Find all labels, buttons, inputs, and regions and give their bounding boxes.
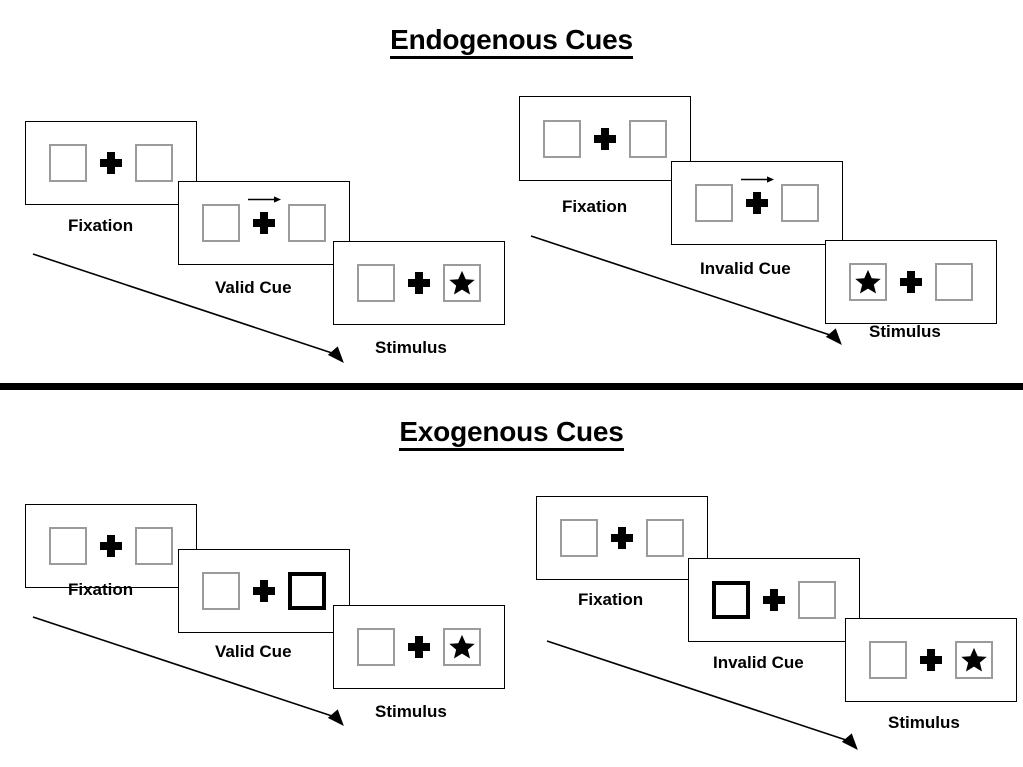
step-label-stimulus: Stimulus [869, 322, 941, 341]
step-label-stimulus: Stimulus [888, 713, 960, 732]
frame-content [49, 527, 173, 565]
frame-exogenous-valid-fixation [25, 504, 197, 588]
step-label-invalid-cue: Invalid Cue [700, 259, 791, 278]
placeholder-box-right-target [443, 264, 481, 302]
star-icon [449, 634, 475, 659]
placeholder-box-left [49, 527, 87, 565]
step-label-fixation: Fixation [68, 216, 134, 235]
fixation-cross-wrap [750, 589, 798, 611]
placeholder-box-left [202, 204, 240, 242]
fixation-cross-wrap [87, 152, 135, 174]
step-label-fixation: Fixation [562, 197, 628, 216]
fixation-cross-wrap [395, 636, 443, 658]
fixation-cross-icon [611, 527, 633, 549]
frame-endogenous-invalid-fixation [519, 96, 691, 181]
frame-exogenous-valid-stimulus [333, 605, 505, 689]
placeholder-box-right-cued [288, 572, 326, 610]
fixation-cross-icon [594, 127, 616, 150]
fixation-cross-icon [746, 192, 768, 214]
placeholder-box-right [135, 527, 173, 565]
fixation-cross-icon [408, 272, 430, 294]
frame-exogenous-invalid-fixation [536, 496, 708, 580]
fixation-cross-wrap [733, 176, 781, 214]
frame-content [543, 119, 667, 158]
placeholder-box-right [288, 204, 326, 242]
fixation-cross-icon [100, 535, 122, 557]
arrow-right-cue-icon [741, 176, 774, 183]
section-title-exogenous: Exogenous Cues [0, 416, 1023, 451]
star-icon [961, 647, 987, 672]
section-divider [0, 383, 1023, 390]
step-label-valid-cue: Valid Cue [215, 642, 292, 661]
fixation-cross-icon [253, 580, 275, 602]
placeholder-box-right [935, 263, 973, 301]
frame-content [560, 519, 684, 557]
frame-endogenous-invalid-cue [671, 161, 843, 245]
frame-content [49, 144, 173, 182]
fixation-cross-icon [900, 271, 922, 293]
frame-content [357, 264, 481, 302]
step-label-invalid-cue: Invalid Cue [713, 653, 804, 672]
frame-exogenous-invalid-cue [688, 558, 860, 642]
fixation-cross-wrap [598, 527, 646, 549]
timeline-arrow-endogenous-invalid [530, 235, 842, 346]
star-icon [855, 269, 881, 294]
step-label-stimulus: Stimulus [375, 702, 447, 721]
placeholder-box-left [869, 641, 907, 679]
section-title-exogenous-text: Exogenous Cues [399, 416, 624, 451]
fixation-cross-icon [100, 152, 122, 174]
frame-endogenous-invalid-stimulus [825, 240, 997, 324]
placeholder-box-right [135, 144, 173, 182]
frame-content [695, 176, 819, 222]
placeholder-box-left [560, 519, 598, 557]
placeholder-box-right [629, 119, 667, 158]
step-label-fixation: Fixation [578, 590, 644, 609]
step-label-valid-cue: Valid Cue [215, 278, 292, 297]
frame-content [869, 641, 993, 679]
fixation-cross-wrap [887, 271, 935, 293]
placeholder-box-right-target [443, 628, 481, 666]
fixation-cross-wrap [581, 127, 629, 150]
placeholder-box-left [543, 119, 581, 158]
frame-endogenous-valid-stimulus [333, 241, 505, 325]
frame-exogenous-valid-cue [178, 549, 350, 633]
fixation-cross-icon [408, 636, 430, 658]
fixation-cross-icon [920, 649, 942, 671]
step-label-fixation: Fixation [68, 580, 134, 599]
timeline-arrow-endogenous-valid [32, 253, 344, 364]
placeholder-box-left [357, 264, 395, 302]
fixation-cross-icon [253, 212, 275, 234]
fixation-cross-wrap [240, 196, 288, 234]
placeholder-box-left [202, 572, 240, 610]
section-title-endogenous: Endogenous Cues [0, 24, 1023, 59]
arrow-right-cue-icon [248, 196, 281, 203]
fixation-cross-wrap [240, 580, 288, 602]
frame-endogenous-valid-fixation [25, 121, 197, 205]
placeholder-box-left-cued [712, 581, 750, 619]
fixation-cross-wrap [395, 272, 443, 294]
placeholder-box-left-target [849, 263, 887, 301]
frame-content [202, 196, 326, 242]
placeholder-box-right [798, 581, 836, 619]
frame-content [357, 628, 481, 666]
fixation-cross-icon [763, 589, 785, 611]
section-title-endogenous-text: Endogenous Cues [390, 24, 633, 59]
frame-endogenous-valid-cue [178, 181, 350, 265]
frame-content [849, 263, 973, 301]
frame-content [202, 572, 326, 610]
star-icon [449, 270, 475, 295]
timeline-arrow-exogenous-invalid [546, 640, 858, 751]
placeholder-box-left [695, 184, 733, 222]
placeholder-box-right [646, 519, 684, 557]
placeholder-box-left [49, 144, 87, 182]
placeholder-box-right-target [955, 641, 993, 679]
frame-exogenous-invalid-stimulus [845, 618, 1017, 702]
frame-content [712, 581, 836, 619]
placeholder-box-left [357, 628, 395, 666]
timeline-arrow-exogenous-valid [32, 616, 344, 727]
placeholder-box-right [781, 184, 819, 222]
fixation-cross-wrap [87, 535, 135, 557]
step-label-stimulus: Stimulus [375, 338, 447, 357]
fixation-cross-wrap [907, 649, 955, 671]
